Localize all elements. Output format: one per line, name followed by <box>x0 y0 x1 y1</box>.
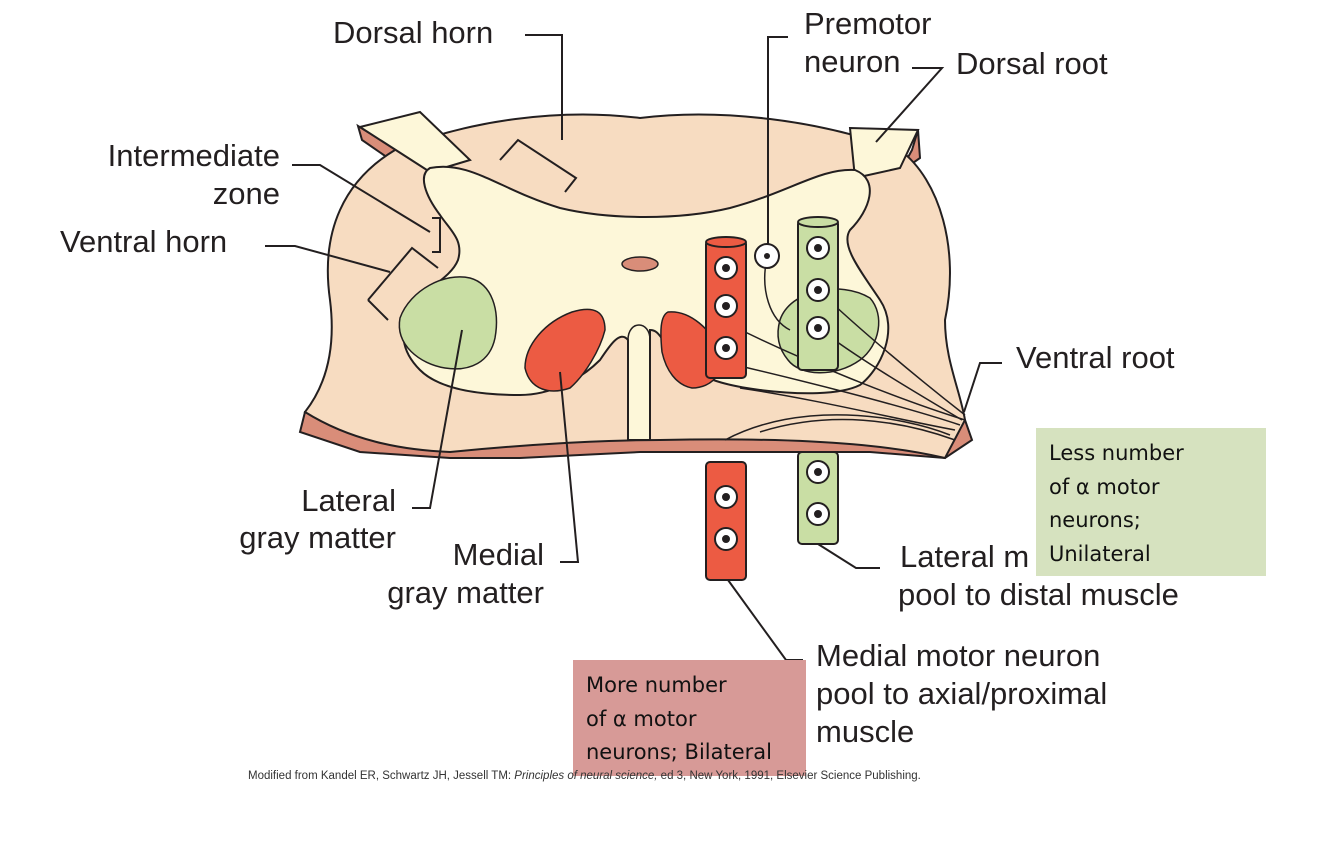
note-medial-line3: neurons; Bilateral <box>586 740 772 764</box>
note-medial-line1: More number <box>586 673 727 697</box>
citation-suffix: ed 3, New York, 1991, Elsevier Science P… <box>657 770 921 782</box>
citation: Modified from Kandel ER, Schwartz JH, Je… <box>248 770 921 782</box>
dorsal-root-right <box>848 126 920 180</box>
label-ventral-horn: Ventral horn <box>60 224 228 259</box>
label-dorsal-root: Dorsal root <box>956 46 1108 81</box>
note-lateral-line3: neurons; <box>1049 508 1141 532</box>
label-medial-pool-3: muscle <box>816 714 915 749</box>
lateral-motor-neurons <box>806 236 830 526</box>
label-dorsal-horn: Dorsal horn <box>333 15 494 50</box>
medial-motor-neurons <box>714 256 738 551</box>
note-medial-line2: of α motor <box>586 706 697 731</box>
central-canal <box>621 256 659 272</box>
label-intermediate-zone-2: zone <box>212 176 280 211</box>
dorsal-root-left <box>357 110 472 174</box>
note-lateral-pool: Less number of α motor neurons; Unilater… <box>1036 428 1266 576</box>
note-lateral-line2: of α motor <box>1049 474 1160 499</box>
ventral-root-fibers <box>724 289 966 441</box>
leader-lines <box>265 34 1002 661</box>
ventral-notch <box>627 324 651 341</box>
label-premotor-neuron-1: Premotor <box>804 6 932 41</box>
label-lateral-pool-2: pool to distal muscle <box>898 577 1179 612</box>
label-premotor-neuron-2: neuron <box>804 44 901 79</box>
label-medial-pool-2: pool to axial/proximal <box>816 676 1108 711</box>
citation-prefix: Modified from Kandel ER, Schwartz JH, Je… <box>248 770 515 782</box>
citation-title: Principles of neural science, <box>514 770 658 782</box>
label-lateral-gray-1: Lateral <box>301 483 396 518</box>
label-lateral-gray-2: gray matter <box>239 520 396 555</box>
label-medial-gray-1: Medial <box>452 537 544 572</box>
note-lateral-line4: Unilateral <box>1049 541 1151 566</box>
premotor-neuron <box>754 243 791 331</box>
label-intermediate-zone-1: Intermediate <box>107 138 280 173</box>
label-lateral-pool-1: Lateral m <box>900 539 1030 574</box>
label-medial-pool-1: Medial motor neuron <box>816 638 1101 673</box>
medial-gray-left <box>524 308 606 392</box>
note-lateral-line1: Less number <box>1049 441 1184 465</box>
note-medial-pool: More number of α motor neurons; Bilatera… <box>573 660 806 776</box>
label-medial-gray-2: gray matter <box>387 575 544 610</box>
lateral-gray-left <box>398 276 498 370</box>
label-ventral-root: Ventral root <box>1016 340 1175 375</box>
